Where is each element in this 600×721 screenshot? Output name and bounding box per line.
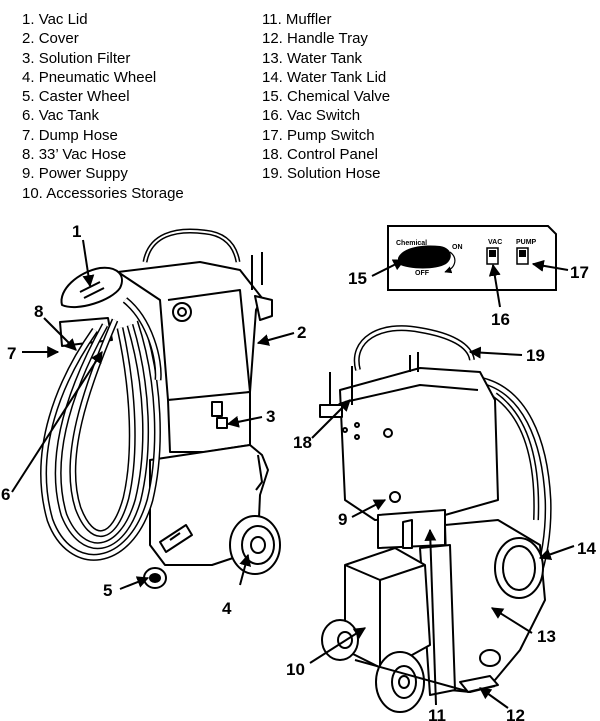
on-label: ON [452,244,463,251]
chemical-valve-knob [398,245,451,269]
legend-left-column: 1. Vac Lid 2. Cover 3. Solution Filter 4… [22,10,184,203]
callout-8: 8 [34,302,43,321]
callout-6: 6 [1,485,10,504]
callout-18: 18 [293,433,312,452]
callout-9: 9 [338,510,347,529]
legend-item: 4. Pneumatic Wheel [22,68,157,86]
control-panel-inset: Chemical ON OFF VAC PUMP [387,225,557,291]
callout-10: 10 [286,660,305,679]
callout-13: 13 [537,627,556,646]
callout-numbers: 1 2 3 4 5 6 7 8 9 10 11 12 13 14 15 16 1… [1,222,596,721]
legend-item: 14. Water Tank Lid [262,68,387,86]
pump-label: PUMP [516,239,537,246]
callout-11: 11 [428,706,446,721]
off-label: OFF [415,270,430,277]
legend-item: 17. Pump Switch [262,126,375,144]
legend-item: 6. Vac Tank [22,107,100,125]
callout-17: 17 [570,263,589,282]
callout-1: 1 [72,222,81,241]
legend-item: 9. Power Suppy [22,165,128,183]
legend-item: 1. Vac Lid [22,11,88,28]
legend-item: 19. Solution Hose [262,165,381,183]
legend-item: 18. Control Panel [262,146,378,164]
callout-19: 19 [526,346,545,365]
callout-4: 4 [222,599,232,618]
right-machine [319,325,552,713]
chemical-label: Chemical [396,240,427,247]
legend-item: 10. Accessories Storage [22,184,184,202]
legend-item: 3. Solution Filter [22,49,131,67]
vac-label: VAC [488,239,502,246]
callout-14: 14 [577,539,596,558]
callout-2: 2 [297,323,306,342]
legend-right-column: 11. Muffler 12. Handle Tray 13. Water Ta… [262,10,390,184]
left-machine [40,228,281,589]
legend-item: 15. Chemical Valve [262,88,391,106]
legend-item: 8. 33’ Vac Hose [22,146,127,164]
legend-item: 7. Dump Hose [22,126,118,144]
legend-item: 12. Handle Tray [262,30,368,48]
legend-item: 16. Vac Switch [262,107,361,125]
callout-12: 12 [506,706,525,721]
callout-3: 3 [266,407,275,426]
legend-item: 5. Caster Wheel [22,88,130,106]
legend-item: 2. Cover [22,30,79,48]
parts-legend: 1. Vac Lid 2. Cover 3. Solution Filter 4… [0,10,600,210]
callout-7: 7 [7,344,16,363]
legend-item: 13. Water Tank [262,49,363,67]
callout-15: 15 [348,269,367,288]
callout-arrows [11,239,575,709]
legend-item: 11. Muffler [262,11,332,28]
callout-5: 5 [103,581,112,600]
callout-16: 16 [491,310,510,329]
